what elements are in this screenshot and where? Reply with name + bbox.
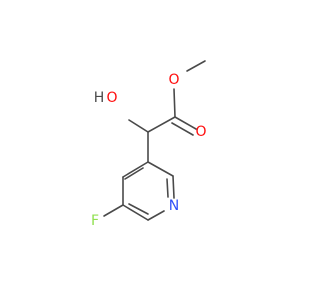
molecule-structure: H O O O N F <box>91 60 207 229</box>
bond-ring-n-c2 <box>172 175 175 199</box>
bonds <box>103 60 206 221</box>
atom-labels: H O O O N F <box>91 72 207 229</box>
atom-label-hydroxyl-oxygen: O <box>106 90 117 106</box>
bond-ring-fluorine <box>103 204 124 217</box>
bond-carbonyl-alpha <box>147 116 176 133</box>
atom-label-ester-oxygen: O <box>168 72 179 88</box>
bond-carbonyl-double-a <box>174 116 197 130</box>
bond-ring-c3-c4 <box>122 161 149 178</box>
bond-ring-c2-c3 <box>147 161 174 177</box>
bond-ring-c3-c4-inner <box>124 167 144 180</box>
bond-carbonyl-double-b <box>171 122 194 136</box>
bond-ester-oxygen-carbonyl-carbon <box>173 88 176 118</box>
bond-alpha-hydroxyl <box>128 119 149 133</box>
atom-label-hydroxyl-hydrogen: H <box>94 90 105 106</box>
bond-ring-c6-n <box>147 210 165 221</box>
bond-ring-n-c2-inner <box>166 178 169 198</box>
bond-ring-c5-c6-inner <box>128 203 149 215</box>
atom-label-fluorine: F <box>91 213 99 229</box>
bond-ring-c5-c6 <box>122 204 149 221</box>
atom-label-ring-nitrogen: N <box>169 198 179 214</box>
bond-methyl-ester-oxygen <box>186 60 206 72</box>
atom-label-carbonyl-oxygen: O <box>195 124 206 140</box>
